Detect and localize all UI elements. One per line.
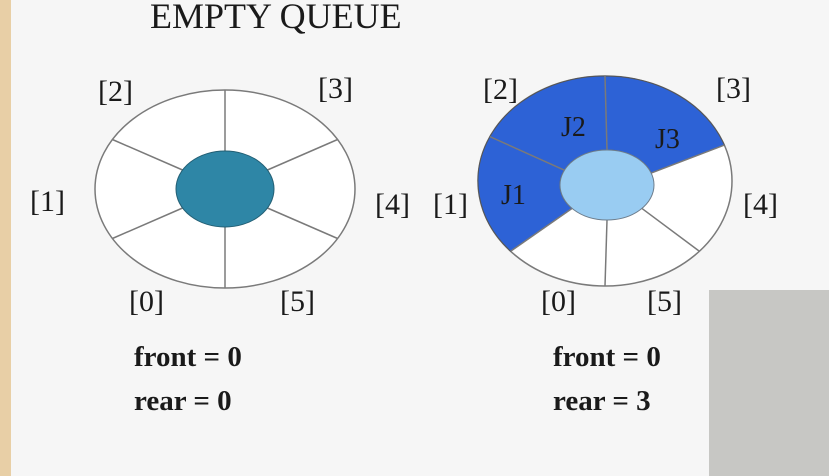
right-rear-value: rear = 3 bbox=[553, 385, 651, 417]
left-index-label-1: [1] bbox=[30, 185, 65, 218]
left-index-label-3: [3] bbox=[318, 72, 353, 105]
right-queue-hub bbox=[559, 149, 655, 221]
right-index-label-1: [1] bbox=[433, 188, 468, 221]
right-index-label-4: [4] bbox=[743, 188, 778, 221]
left-queue-diagram bbox=[94, 89, 356, 289]
queue-element-j3: J3 bbox=[655, 124, 680, 155]
right-spoke-1 bbox=[489, 135, 565, 171]
left-queue-hub bbox=[175, 150, 275, 228]
left-rear-value: rear = 0 bbox=[134, 385, 232, 417]
right-index-label-0: [0] bbox=[541, 285, 576, 318]
left-queue-spokes bbox=[112, 90, 338, 288]
left-index-label-4: [4] bbox=[375, 188, 410, 221]
right-spoke-0 bbox=[604, 75, 608, 151]
right-index-label-5: [5] bbox=[647, 285, 682, 318]
left-spoke-4 bbox=[267, 207, 338, 240]
right-queue-filled-segments bbox=[477, 75, 726, 252]
right-index-label-2: [2] bbox=[483, 73, 518, 106]
left-index-label-0: [0] bbox=[129, 285, 164, 318]
right-spoke-3 bbox=[604, 219, 608, 287]
right-spoke-5 bbox=[650, 144, 725, 174]
left-spoke-1 bbox=[112, 138, 183, 171]
left-index-label-5: [5] bbox=[280, 285, 315, 318]
right-queue-diagram bbox=[477, 75, 733, 287]
right-spoke-4 bbox=[641, 207, 700, 252]
right-spoke-2 bbox=[510, 207, 573, 252]
left-spoke-5 bbox=[267, 138, 338, 171]
left-front-value: front = 0 bbox=[134, 341, 242, 373]
page-title: EMPTY QUEUE bbox=[150, 0, 402, 36]
corner-gray-block bbox=[709, 290, 829, 476]
right-index-label-3: [3] bbox=[716, 72, 751, 105]
queue-element-j1: J1 bbox=[501, 180, 526, 211]
left-spoke-2 bbox=[112, 207, 183, 240]
queue-element-j2: J2 bbox=[561, 112, 586, 143]
left-index-label-2: [2] bbox=[98, 75, 133, 108]
left-border-strip bbox=[0, 0, 11, 476]
right-front-value: front = 0 bbox=[553, 341, 661, 373]
right-queue-spokes bbox=[489, 75, 725, 287]
